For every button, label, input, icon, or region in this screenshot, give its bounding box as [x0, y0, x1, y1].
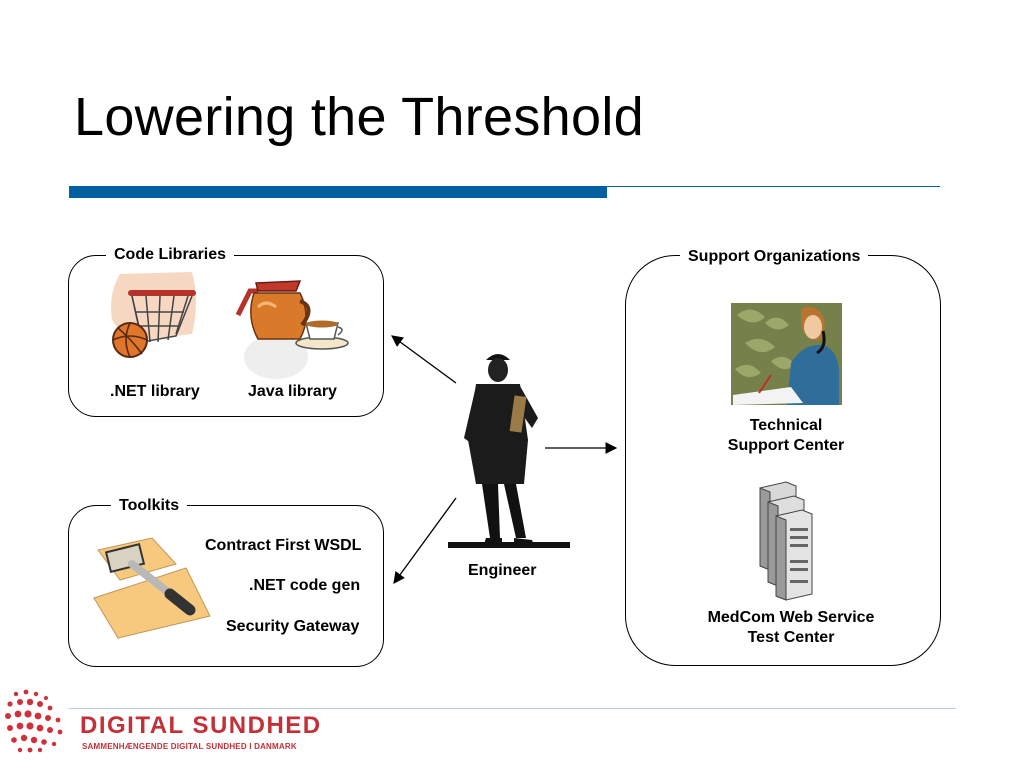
arrow-to-toolkits: [393, 497, 457, 584]
title-underline-thin: [607, 186, 940, 187]
java-library-label: Java library: [248, 383, 337, 400]
footer-brand: DIGITAL SUNDHED: [80, 712, 322, 739]
toolkits-heading: Toolkits: [111, 497, 188, 515]
medcom-test-center-label: MedCom Web Service Test Center: [691, 609, 891, 647]
technical-support-center-label: Technical Support Center: [706, 417, 866, 455]
technical-support-line2: Support Center: [727, 437, 845, 454]
toolkits-box: [68, 505, 384, 667]
digital-sundhed-logo-icon: [5, 689, 63, 753]
security-gateway-label: Security Gateway: [226, 618, 360, 635]
code-libraries-heading: Code Libraries: [106, 246, 235, 264]
server-stack-icon: [759, 481, 813, 601]
engineer-figure-icon: [448, 354, 570, 548]
basketball-hoop-icon: [111, 272, 196, 358]
hammer-icon: [93, 537, 211, 639]
arrow-to-code-libraries: [391, 335, 457, 384]
net-library-label: .NET library: [110, 383, 200, 400]
support-agent-photo-icon: [731, 303, 842, 405]
coffee-pot-icon: [235, 280, 349, 379]
title-underline-thick: [69, 186, 607, 198]
support-organizations-heading: Support Organizations: [680, 248, 869, 266]
contract-first-wsdl-label: Contract First WSDL: [205, 537, 362, 554]
footer-tagline: SAMMENHÆNGENDE DIGITAL SUNDHED I DANMARK: [82, 742, 297, 751]
page-title: Lowering the Threshold: [74, 87, 644, 147]
medcom-line1: MedCom Web Service: [707, 609, 875, 626]
medcom-line2: Test Center: [747, 629, 835, 646]
technical-support-line1: Technical: [749, 417, 823, 434]
engineer-label: Engineer: [468, 562, 537, 579]
footer-divider: [69, 708, 956, 709]
net-code-gen-label: .NET code gen: [249, 577, 361, 594]
